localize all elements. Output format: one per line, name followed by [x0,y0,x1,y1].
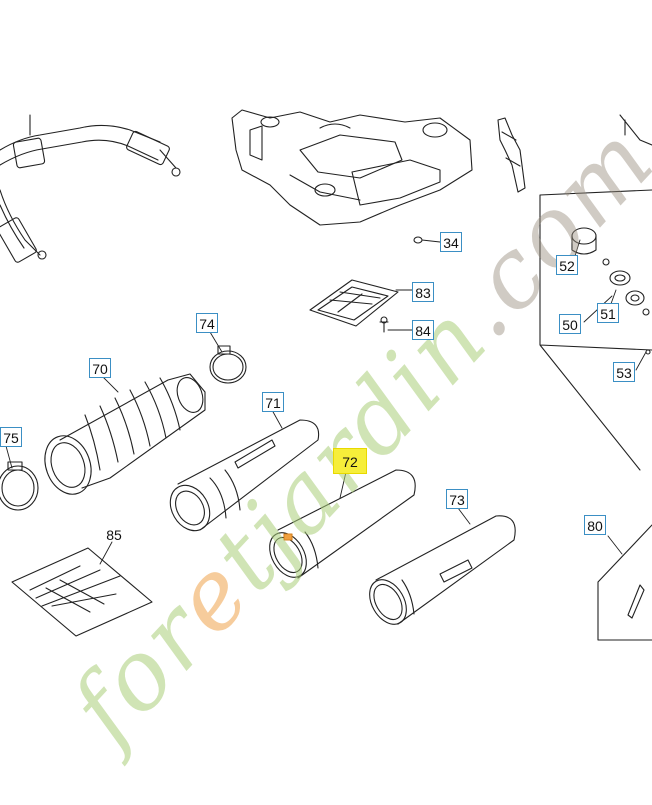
filter-cover [309,279,399,327]
callout-72[interactable]: 72 [333,448,367,474]
screw-84 [379,316,389,333]
callout-53[interactable]: 53 [613,362,635,382]
callout-71[interactable]: 71 [262,392,284,412]
pipe-72 [269,469,416,579]
leader-lines [5,239,647,565]
callout-51[interactable]: 51 [597,303,619,323]
callout-73[interactable]: 73 [446,489,468,509]
callout-50[interactable]: 50 [559,314,581,334]
engine-parts-panel [539,189,652,471]
callout-70[interactable]: 70 [89,358,111,378]
nut-34 [413,236,423,244]
callout-83[interactable]: 83 [412,282,434,302]
callout-85[interactable]: 85 [106,527,122,543]
callout-84[interactable]: 84 [412,320,434,340]
shoulder-strap [0,114,181,263]
pipe-73 [369,515,516,625]
callout-80[interactable]: 80 [584,515,606,535]
callout-52[interactable]: 52 [556,255,578,275]
side-bracket [497,114,652,193]
pipe-71 [169,419,320,532]
hose-clamp-left [0,461,39,511]
flexible-hose [44,373,206,495]
tool-panel [597,524,652,641]
callout-75[interactable]: 75 [0,427,22,447]
instruction-bag [11,547,153,637]
callout-74[interactable]: 74 [196,313,218,333]
callout-34[interactable]: 34 [440,232,462,252]
hose-clamp-right [209,345,247,384]
backpack-frame [231,109,473,226]
